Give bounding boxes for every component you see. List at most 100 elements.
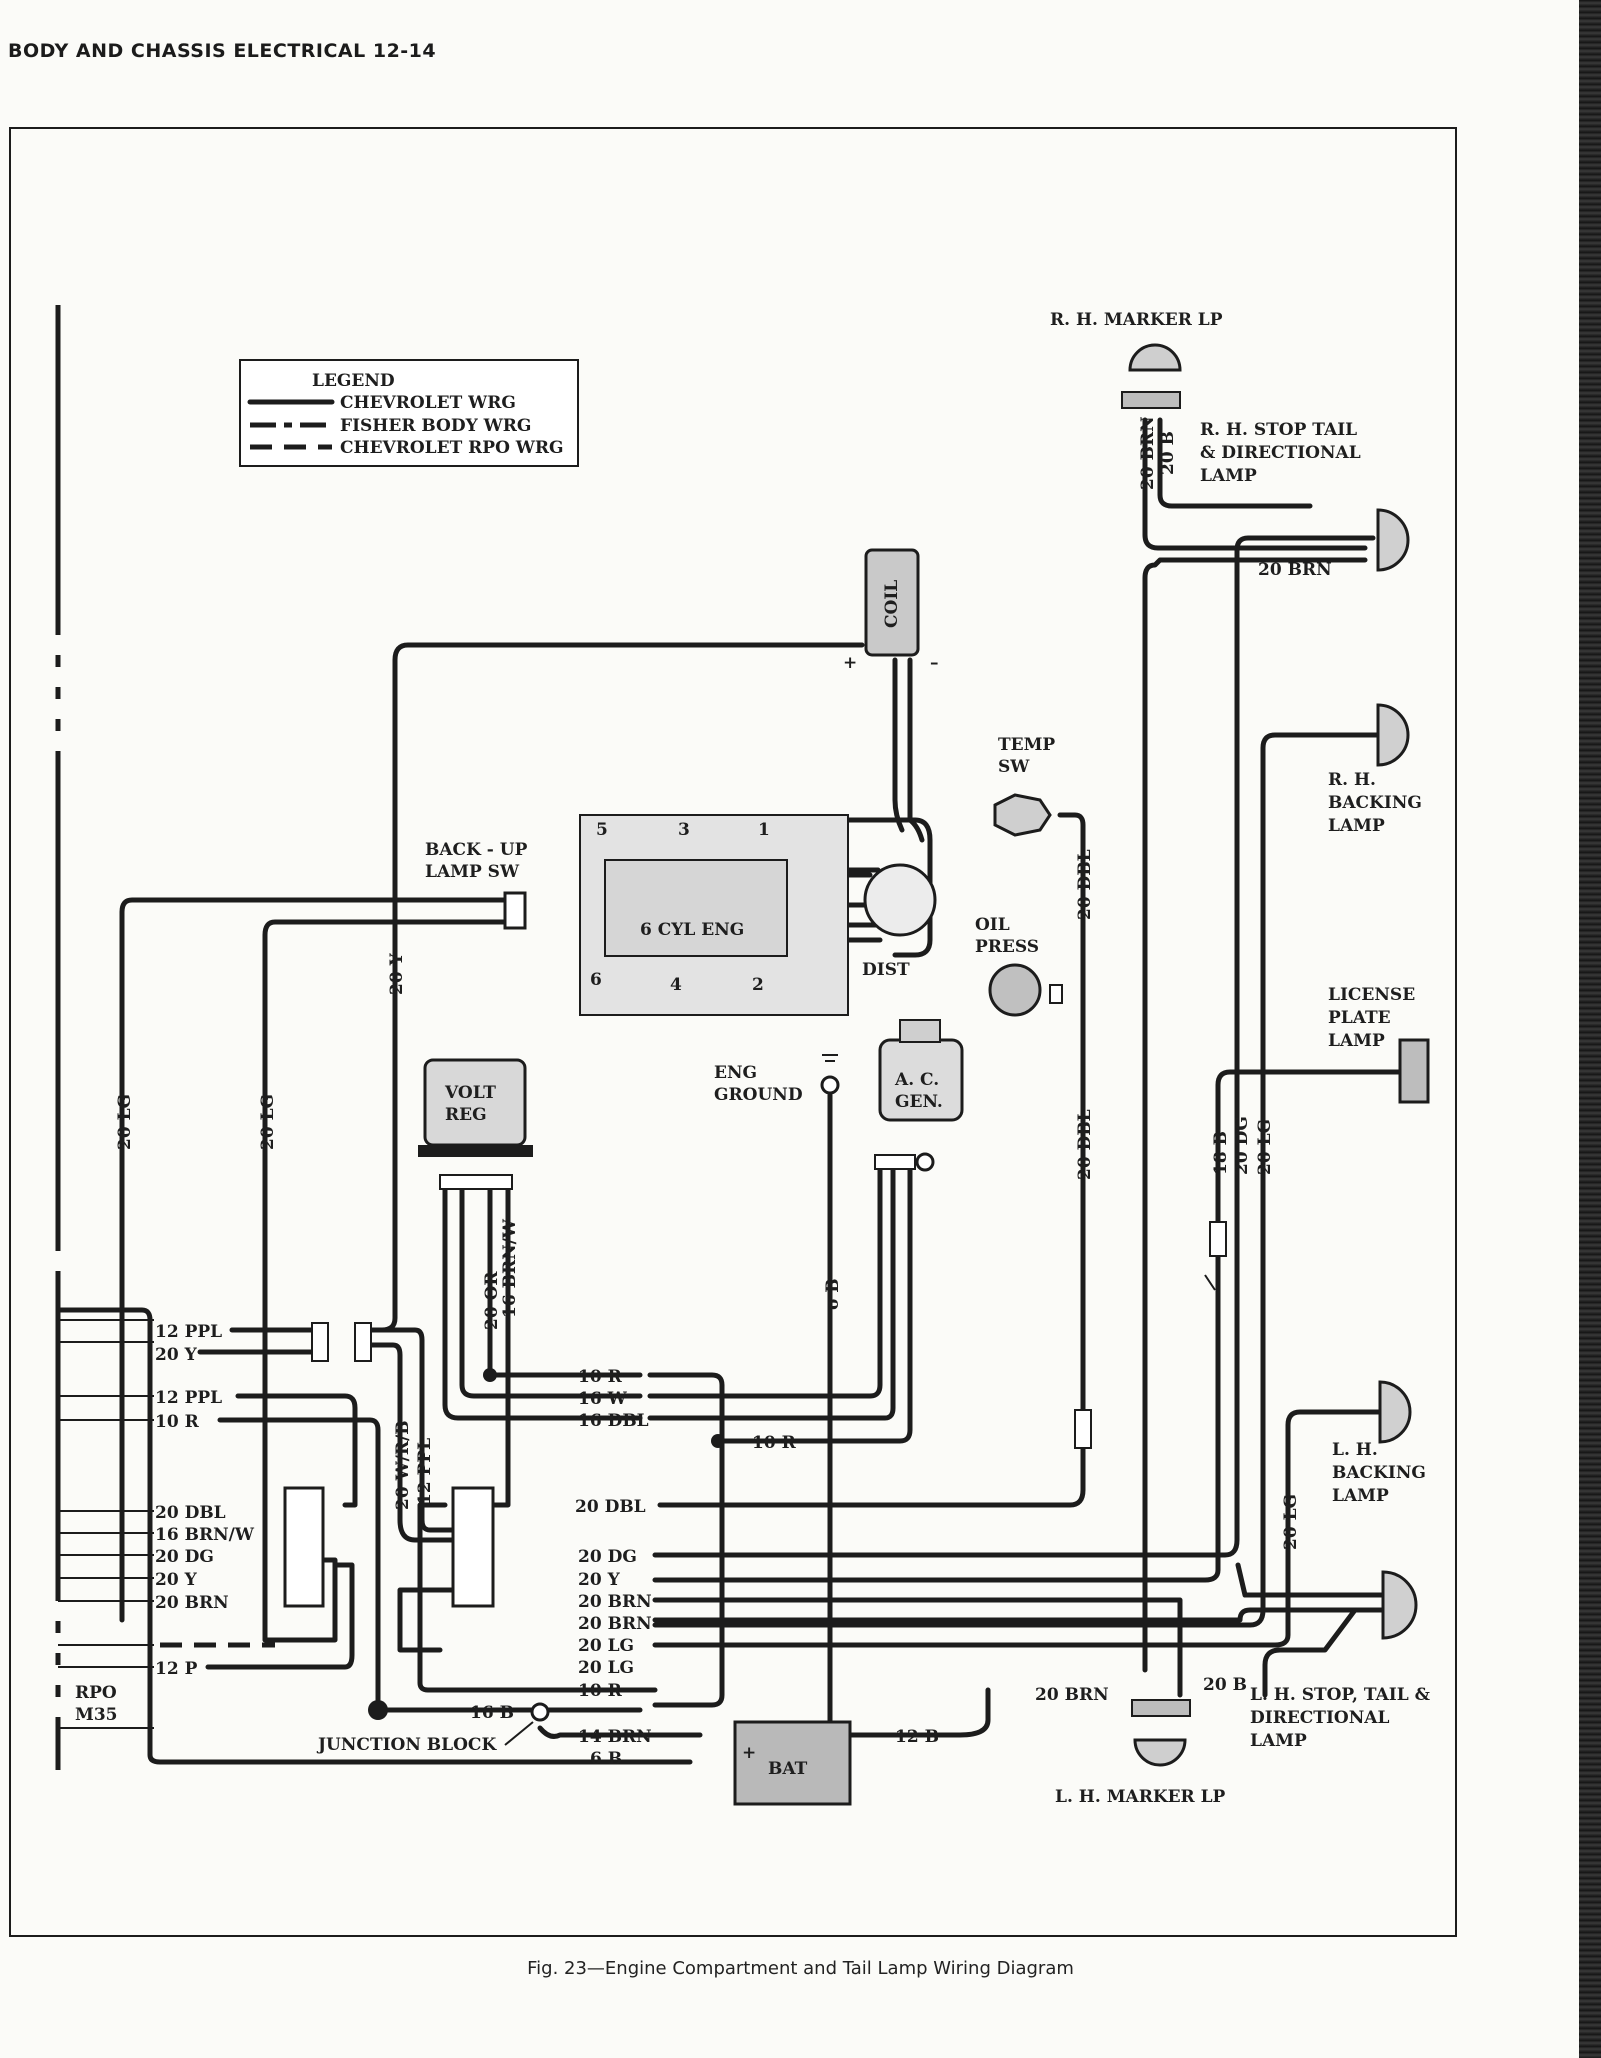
label-20dbl-r: 20 DBL: [575, 1497, 646, 1517]
wire-10r-junction: [217, 1417, 381, 1708]
wire-coil-dist-1: [892, 657, 905, 833]
junction-ring: [530, 1702, 550, 1722]
wire-10r-gen-bundle: [647, 1372, 725, 1708]
wire-16w-vreg: [459, 1182, 643, 1399]
engine-label: 6 CYL ENG: [640, 920, 744, 940]
wire-20brn-lh: [652, 1597, 1183, 1698]
label-12p: 12 P: [155, 1659, 198, 1679]
battery-label: BAT: [768, 1759, 808, 1779]
engine-block: 6 CYL ENG DIST 5 3 1 6 4 2: [579, 814, 937, 1016]
lh-backing-label-1: L. H.: [1332, 1440, 1378, 1460]
coil: COIL + –: [843, 548, 939, 673]
junction-dot-10r: [711, 1434, 725, 1448]
rh-marker-label: R. H. MARKER LP: [1050, 310, 1223, 330]
label-vert-16brnw: 16 BRN/W: [500, 1218, 520, 1318]
rpo-label-1: RPO: [75, 1683, 117, 1703]
lh-backing-label-2: BACKING: [1332, 1463, 1426, 1483]
rh-stop-label-1: R. H. STOP TAIL: [1200, 420, 1357, 440]
wire-20brn-rh: [1142, 557, 1368, 1673]
wire-12ppl-lower: [235, 1393, 358, 1508]
label-20y-r: 20 Y: [578, 1570, 621, 1590]
wire-6b-main: [57, 1307, 693, 1765]
ac-gen-pulley: [899, 1019, 941, 1043]
label-16b: 16 B: [470, 1703, 514, 1723]
wire-rh-brn-top: [1142, 417, 1368, 551]
temp-switch-label-2: SW: [998, 757, 1030, 777]
label-20lg-b: 20 LG: [578, 1658, 634, 1678]
lh-marker-label: L. H. MARKER LP: [1055, 1787, 1226, 1807]
label-vert-20or: 20 OR: [482, 1271, 502, 1330]
junction-dot-20or: [483, 1368, 497, 1382]
wire-20wrb: [369, 1342, 458, 1543]
oil-press-terminal: [1049, 984, 1063, 1004]
wire-rh-b: [1157, 417, 1313, 509]
label-12b: 12 B: [895, 1727, 939, 1747]
wire-16brnw: [487, 1182, 511, 1508]
battery-plus: +: [742, 1743, 756, 1763]
rh-backing-lamp: R. H. BACKING LAMP: [1328, 703, 1422, 836]
label-20dg-r: 20 DG: [578, 1547, 637, 1567]
left-block-labels: 12 PPL 20 Y 12 PPL 10 R 20 DBL 16 BRN/W …: [75, 1322, 497, 1755]
rh-backing-lamp-shape: [1376, 703, 1410, 767]
label-12ppl-1: 12 PPL: [155, 1322, 222, 1342]
rpo-label-2: M35: [75, 1705, 117, 1725]
diagram-frame: [9, 127, 1457, 1937]
label-20dbl: 20 DBL: [155, 1503, 226, 1523]
label-16w: 16 W: [578, 1389, 628, 1409]
junction-block-dot: [368, 1700, 388, 1720]
battery: BAT +: [733, 1720, 852, 1806]
label-vert-b: o B: [823, 1278, 843, 1310]
label-vert-12ppl: 12 PPL: [415, 1438, 435, 1505]
junction-block-pointer: [504, 1721, 534, 1746]
cyl-6: 6: [590, 970, 602, 990]
label-20y-1: 20 Y: [155, 1345, 198, 1365]
wire-20dg-lh: [1235, 1562, 1408, 1598]
right-connector-block: [451, 1486, 495, 1608]
eng-ground-terminal: [820, 1075, 840, 1095]
label-vert-20brn-rh: 20 BRN: [1138, 416, 1158, 490]
coil-label: COIL: [882, 580, 902, 628]
wire-coil-dist-2: [907, 657, 925, 843]
label-20brn-b: 20 BRN: [578, 1614, 652, 1634]
wire-20lg-block: [417, 1502, 658, 1693]
license-lamp-shape: [1398, 1038, 1430, 1104]
wire-lh-b: [1262, 1607, 1358, 1698]
label-20brn: 20 BRN: [155, 1593, 229, 1613]
label-vert-20dbl-top: 20 DBL: [1075, 849, 1095, 920]
volt-reg-label-1: VOLT: [444, 1083, 496, 1103]
backup-switch-label-2: LAMP SW: [425, 862, 520, 882]
label-vert-20dg: 20 DG: [1232, 1116, 1252, 1175]
label-20y-2: 20 Y: [155, 1570, 198, 1590]
wire-12p: [205, 1562, 355, 1670]
wire-16w-gen: [647, 1162, 883, 1399]
stray-mark: [1204, 1274, 1216, 1291]
wire-16dbl-vreg: [442, 1182, 643, 1421]
label-20brn-a: 20 BRN: [578, 1592, 652, 1612]
label-20lg-a: 20 LG: [578, 1636, 634, 1656]
volt-reg-connector: [439, 1174, 513, 1190]
volt-reg-label-2: REG: [445, 1105, 487, 1125]
rh-marker-base: [1121, 391, 1181, 409]
label-vert-20lg-left: 20 LG: [115, 1094, 135, 1150]
coil-minus-label: –: [930, 653, 939, 673]
wire-18b-license: [652, 1069, 1403, 1583]
ac-gen-terminal: [915, 1152, 935, 1172]
volt-reg-base: [418, 1145, 533, 1157]
label-10r-c: 10 R: [578, 1681, 623, 1701]
lh-stop-label-1: L. H. STOP, TAIL &: [1250, 1685, 1431, 1705]
lh-marker-dome: [1133, 1738, 1187, 1767]
label-vert-20b-rh: 20 B: [1158, 431, 1178, 475]
right-block-labels: 10 R 16 W 16 DBL 10 R 20 DBL 20 DG 20 Y …: [470, 1367, 939, 1769]
legend-item-fisher: FISHER BODY WRG: [340, 416, 531, 436]
rh-stop-lamp-shape: [1376, 508, 1410, 572]
license-plate-lamp: LICENSE PLATE LAMP: [1328, 985, 1430, 1104]
label-20dg: 20 DG: [155, 1547, 214, 1567]
label-vert-18b: 18 B: [1211, 1131, 1231, 1175]
label-vert-20lg-mid: 20 LG: [258, 1094, 278, 1150]
cyl-2: 2: [752, 975, 764, 995]
junction-block-label: JUNCTION BLOCK: [316, 1735, 497, 1755]
cyl-3: 3: [678, 820, 690, 840]
distributor-cap: [863, 863, 937, 937]
lh-stop-tail-lamp: L. H. STOP, TAIL & DIRECTIONAL LAMP: [1250, 1570, 1431, 1751]
